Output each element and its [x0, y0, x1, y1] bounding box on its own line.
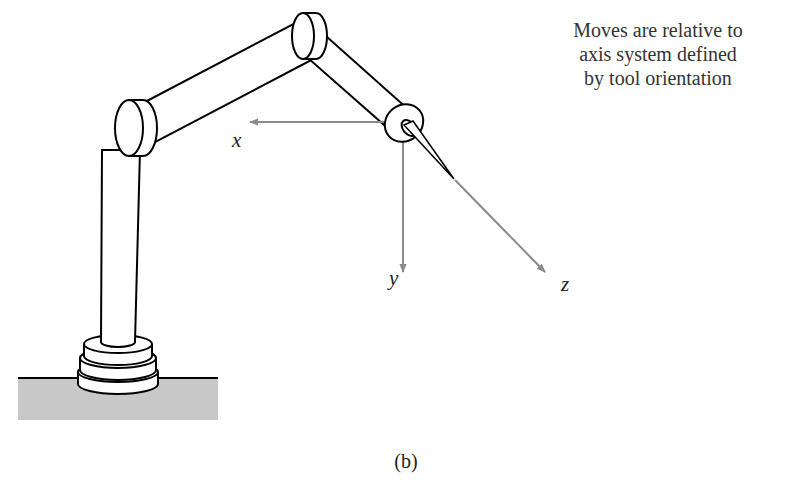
robot-column: [101, 150, 140, 347]
figure-caption: (b): [394, 450, 417, 473]
axis-label: y: [389, 266, 398, 291]
y-axis-arrow: [402, 142, 404, 272]
tool: [404, 121, 454, 179]
x-axis-arrow: [250, 121, 398, 123]
axis-label: x: [232, 128, 241, 153]
elbow-joint: [292, 13, 327, 59]
axis-label: z: [561, 272, 569, 297]
note-text: Moves are relative to axis system define…: [568, 18, 748, 90]
shoulder-joint: [115, 100, 157, 156]
z-axis-arrow: [455, 180, 545, 272]
